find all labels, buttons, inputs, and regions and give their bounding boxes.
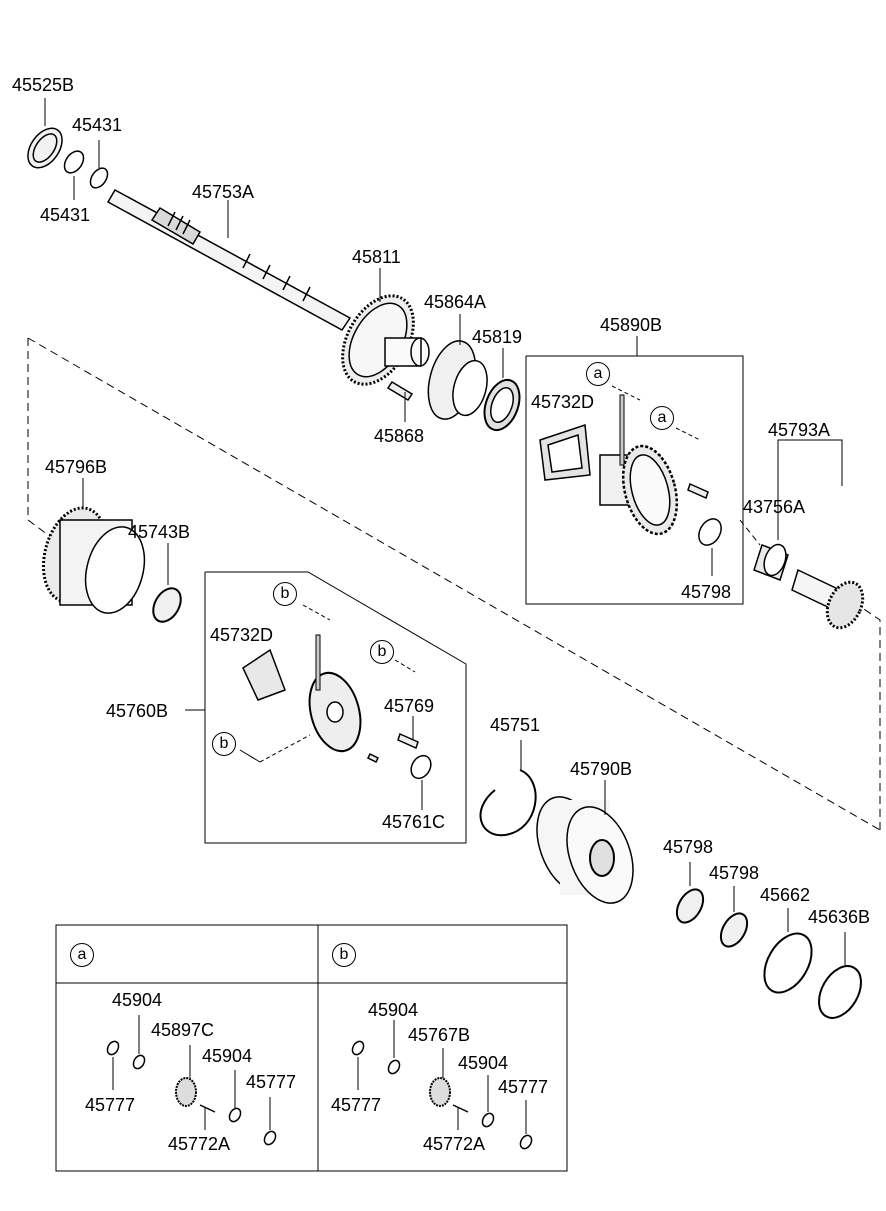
drum-45796B [41,506,146,614]
label-45525B[interactable]: 45525B [12,75,75,95]
snapring-45751 [479,769,537,837]
label-45793A[interactable]: 45793A [768,420,831,440]
label-detail-b-45777-1[interactable]: 45777 [331,1095,382,1115]
label-45761C[interactable]: 45761C [382,812,446,832]
leader-45793A [777,439,843,486]
label-detail-b-45904-2[interactable]: 45904 [458,1053,509,1073]
label-45431-lower[interactable]: 45431 [40,205,91,225]
label-45890B[interactable]: 45890B [600,315,663,335]
pinion-45767B [429,1077,451,1107]
label-detail-b-45904-1[interactable]: 45904 [368,1000,419,1020]
ring-45431-a [63,150,85,174]
callout-a-2: a [650,406,674,430]
bearing-45819 [483,378,521,432]
label-45864A[interactable]: 45864A [424,292,487,312]
ring-45798-b [719,912,749,948]
callout-b-2: b [370,640,394,664]
label-45796B[interactable]: 45796B [45,457,108,477]
ring-45636B [818,965,862,1019]
clutch-45790B [536,796,634,904]
label-45769[interactable]: 45769 [384,696,435,716]
washer-45743B [152,587,182,623]
label-45636B[interactable]: 45636B [808,907,871,927]
label-45662[interactable]: 45662 [760,885,811,905]
label-detail-b-45777-2[interactable]: 45777 [498,1077,549,1097]
assembly-guide-line-diagonal [27,337,881,831]
assembly-guide-line [27,338,56,541]
label-45732D-upper[interactable]: 45732D [531,392,595,412]
label-detail-a-45772A[interactable]: 45772A [168,1134,231,1154]
ring-45798-a [675,888,705,924]
label-45732D-middle[interactable]: 45732D [210,625,274,645]
detail-table [55,924,568,1172]
label-45868[interactable]: 45868 [374,426,425,446]
label-detail-a-45777-1[interactable]: 45777 [85,1095,136,1115]
pinion-45897C [175,1077,197,1107]
label-detail-b-45767B[interactable]: 45767B [408,1025,471,1045]
carrier-45760B [242,634,432,780]
label-45760B[interactable]: 45760B [106,701,169,721]
housing-45864A [427,340,488,420]
ring-45662 [763,932,813,994]
label-45811[interactable]: 45811 [352,247,401,267]
callout-a-1: a [586,362,610,386]
label-detail-a-45897C[interactable]: 45897C [151,1020,215,1040]
assembly-guide-line-right [857,604,881,830]
bolt-45868 [386,380,414,402]
label-45798-lower[interactable]: 45798 [709,863,760,883]
label-45743B[interactable]: 45743B [128,522,191,542]
detail-b-header: b [332,943,356,967]
label-45431-upper[interactable]: 45431 [72,115,123,135]
bushing-43756A [753,543,789,581]
label-45751[interactable]: 45751 [490,715,541,735]
callout-b-1: b [273,582,297,606]
label-detail-a-45904-2[interactable]: 45904 [202,1046,253,1066]
label-45819[interactable]: 45819 [472,327,523,347]
callout-b-3: b [212,732,236,756]
label-45790B[interactable]: 45790B [570,759,633,779]
shaft-45793A [791,568,865,630]
box-45760B [204,571,467,844]
label-detail-a-45777-2[interactable]: 45777 [246,1072,297,1092]
detail-a-header: a [70,943,94,967]
box-45890B [525,355,744,605]
shaft-45753A [106,188,352,331]
label-45798-upper[interactable]: 45798 [681,582,732,602]
gear-45811 [341,294,430,386]
seal-45525B [27,127,63,169]
label-43756A[interactable]: 43756A [743,497,806,517]
carrier-45890B [539,394,722,546]
ring-45431-b [89,167,109,189]
label-detail-b-45772A[interactable]: 45772A [423,1134,486,1154]
label-45798-middle[interactable]: 45798 [663,837,714,857]
label-detail-a-45904-1[interactable]: 45904 [112,990,163,1010]
label-45753A[interactable]: 45753A [192,182,255,202]
